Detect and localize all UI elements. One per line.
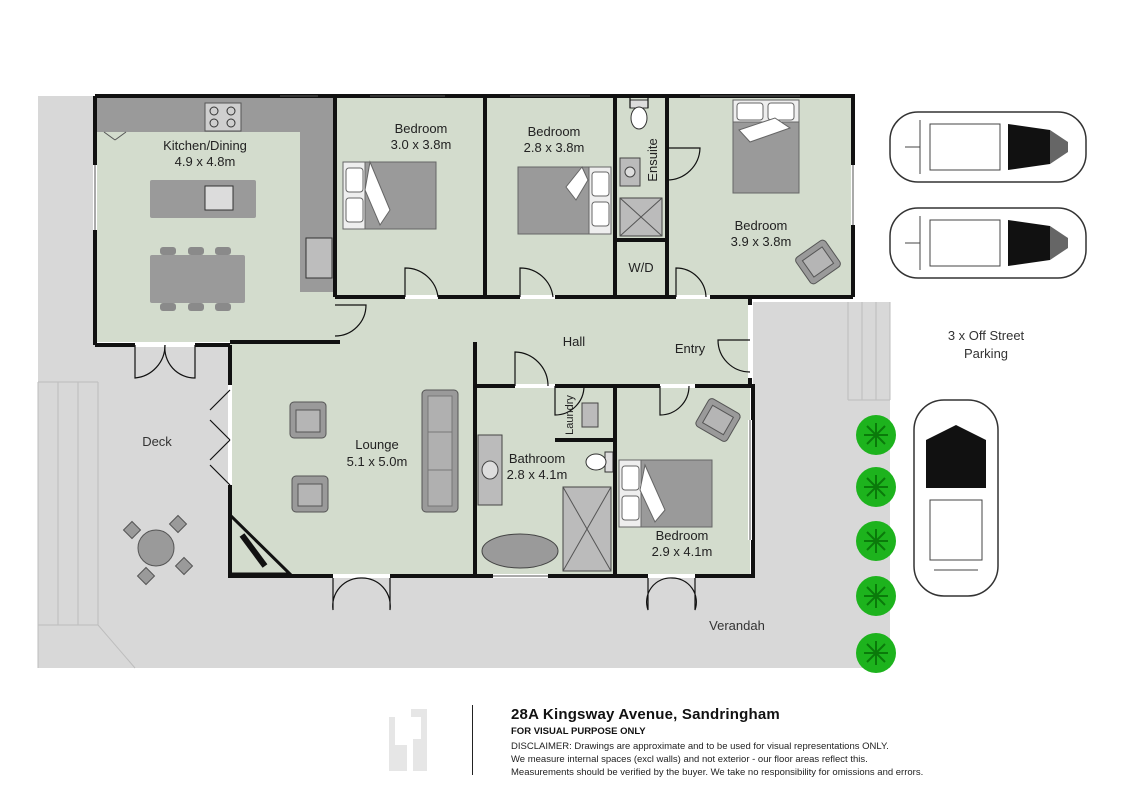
disclaimer: DISCLAIMER: Drawings are approximate and…: [511, 740, 1031, 779]
kitchen-details: [103, 102, 333, 311]
bathroom-size: 2.8 x 4.1m: [507, 467, 568, 482]
car-1: [889, 111, 1087, 183]
bedroom1-size: 3.0 x 3.8m: [391, 137, 452, 152]
bedroom4-label: Bedroom: [656, 528, 709, 543]
lounge-size: 5.1 x 5.0m: [347, 454, 408, 469]
property-address: 28A Kingsway Avenue, Sandringham: [511, 706, 780, 723]
deck-area: [37, 96, 891, 669]
trees: [856, 415, 896, 673]
bedroom3-size: 3.9 x 3.8m: [731, 234, 792, 249]
exterior-labels: Deck Verandah 3 x Off Street Parking: [142, 328, 1024, 633]
outdoor-table: [122, 514, 194, 586]
car-2: [889, 207, 1087, 279]
ensuite-label: Ensuite: [645, 138, 660, 181]
kitchen-size: 4.9 x 4.8m: [175, 154, 236, 169]
armchairs: [289, 239, 841, 513]
bedroom2-label: Bedroom: [528, 124, 581, 139]
visual-purpose-note: FOR VISUAL PURPOSE ONLY: [511, 726, 646, 737]
deck-label: Deck: [142, 434, 172, 449]
verandah-label: Verandah: [709, 618, 765, 633]
entry-label: Entry: [675, 341, 706, 356]
disclaimer-line-3: Measurements should be verified by the b…: [511, 767, 924, 778]
bed-3: [732, 99, 800, 194]
windows: [94, 95, 854, 577]
laundry-label: Laundry: [564, 395, 576, 435]
hall-label: Hall: [563, 334, 586, 349]
parking-label-line2: Parking: [964, 346, 1008, 361]
kitchen-label: Kitchen/Dining: [163, 138, 247, 153]
bed-4: [618, 459, 713, 528]
disclaimer-line-2: We measure internal spaces (excl walls) …: [511, 754, 868, 765]
bed-2: [517, 166, 612, 235]
room-labels: Kitchen/Dining 4.9 x 4.8m Bedroom 3.0 x …: [163, 121, 791, 559]
footer-divider: [472, 705, 473, 775]
company-logo-icon: [389, 709, 427, 771]
bedroom1-label: Bedroom: [395, 121, 448, 136]
bedroom3-label: Bedroom: [735, 218, 788, 233]
bed-1: [342, 160, 437, 230]
lounge-label: Lounge: [355, 437, 398, 452]
sofa: [421, 389, 459, 513]
bedroom2-size: 2.8 x 3.8m: [524, 140, 585, 155]
car-3: [913, 399, 999, 597]
disclaimer-line-1: DISCLAIMER: Drawings are approximate and…: [511, 741, 889, 752]
bathroom-fixtures: [477, 402, 614, 572]
door-swings: [134, 96, 751, 611]
bedroom4-size: 2.9 x 4.1m: [652, 544, 713, 559]
wd-label: W/D: [628, 260, 653, 275]
parking-label-line1: 3 x Off Street: [948, 328, 1025, 343]
bathroom-label: Bathroom: [509, 451, 565, 466]
ensuite-fixtures: [619, 99, 663, 237]
